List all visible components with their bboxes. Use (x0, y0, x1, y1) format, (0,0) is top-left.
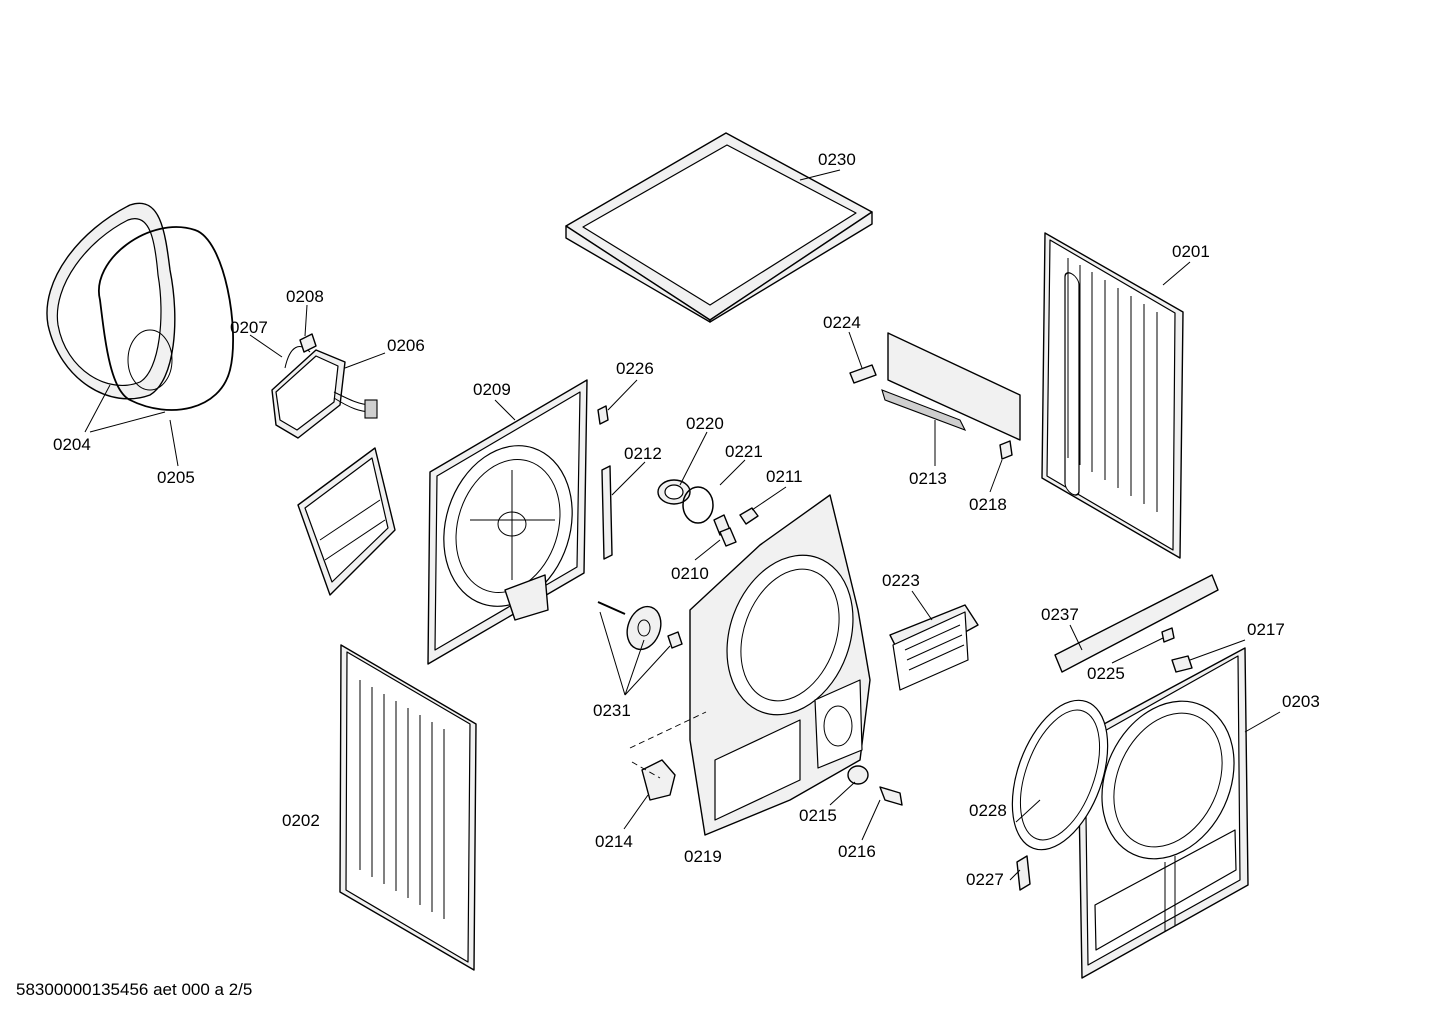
part-air-duct[interactable] (297, 447, 396, 596)
callout-0211: 0211 (766, 467, 803, 486)
callout-0227: 0227 (966, 870, 1004, 889)
part-0220-bracket[interactable] (657, 479, 691, 505)
callout-0218: 0218 (969, 495, 1007, 514)
callout-0237: 0237 (1041, 605, 1079, 624)
part-0209-rear-wall[interactable] (424, 379, 593, 665)
callout-0220: 0220 (686, 414, 724, 433)
callout-0205: 0205 (157, 468, 195, 487)
callout-0207: 0207 (230, 318, 268, 337)
part-0219-bearing-shield[interactable] (689, 494, 874, 836)
callout-0212: 0212 (624, 444, 662, 463)
part-0208-clip[interactable] (299, 333, 317, 353)
callout-0206: 0206 (387, 336, 425, 355)
callout-0210: 0210 (671, 564, 709, 583)
part-0202-side-panel[interactable] (339, 644, 477, 971)
callout-0215: 0215 (799, 806, 837, 825)
callout-0217: 0217 (1247, 620, 1285, 639)
callout-0216: 0216 (838, 842, 876, 861)
callout-0231: 0231 (593, 701, 631, 720)
callout-0224: 0224 (823, 313, 861, 332)
part-0231-pulley-set[interactable] (597, 601, 683, 654)
callout-0202: 0202 (282, 811, 320, 830)
callout-0203: 0203 (1282, 692, 1320, 711)
part-0213-control-board[interactable] (881, 332, 1021, 441)
part-0218-clip[interactable] (999, 440, 1013, 460)
part-0221-ring[interactable] (682, 486, 714, 524)
document-id: 58300000135456 aet 000 a 2/5 (16, 980, 253, 999)
part-0201-side-panel[interactable] (1041, 232, 1184, 559)
part-0206-module[interactable] (271, 349, 378, 439)
callout-0230: 0230 (818, 150, 856, 169)
part-0217-hinge[interactable] (1171, 655, 1193, 673)
part-0223-filter[interactable] (889, 604, 979, 691)
callout-0201: 0201 (1172, 242, 1210, 261)
part-0227-latch[interactable] (1016, 855, 1031, 891)
part-0214[interactable] (641, 759, 676, 801)
assembly-guide-line (629, 711, 707, 749)
leader-lines (84, 169, 1281, 881)
callout-0204: 0204 (53, 435, 91, 454)
callout-0208: 0208 (286, 287, 324, 306)
part-0211-sensor[interactable] (739, 507, 759, 525)
part-0224-connector[interactable] (849, 364, 877, 384)
part-0230-top-cover[interactable] (565, 132, 873, 323)
callout-0214: 0214 (595, 832, 633, 851)
callout-0228: 0228 (969, 801, 1007, 820)
part-0237-rail[interactable] (1054, 574, 1219, 673)
part-0210-sensor[interactable] (713, 514, 737, 547)
part-0204-rear-panel[interactable] (46, 202, 176, 400)
callout-0226: 0226 (616, 359, 654, 378)
part-0215[interactable] (847, 765, 869, 785)
callout-0219: 0219 (684, 847, 722, 866)
callout-0223: 0223 (882, 571, 920, 590)
part-0205-seal[interactable] (98, 226, 234, 411)
part-0228-door-seal[interactable] (994, 687, 1126, 862)
callout-0209: 0209 (473, 380, 511, 399)
part-0203-front-panel[interactable] (1077, 647, 1259, 979)
part-0216[interactable] (879, 786, 903, 806)
callout-0213: 0213 (909, 469, 947, 488)
callout-0221: 0221 (725, 442, 763, 461)
part-0226[interactable] (597, 405, 609, 425)
part-0212-strip[interactable] (601, 465, 613, 560)
assembly-guide-line (631, 761, 661, 779)
part-0225-tab[interactable] (1161, 627, 1175, 643)
callout-0225: 0225 (1087, 664, 1125, 683)
